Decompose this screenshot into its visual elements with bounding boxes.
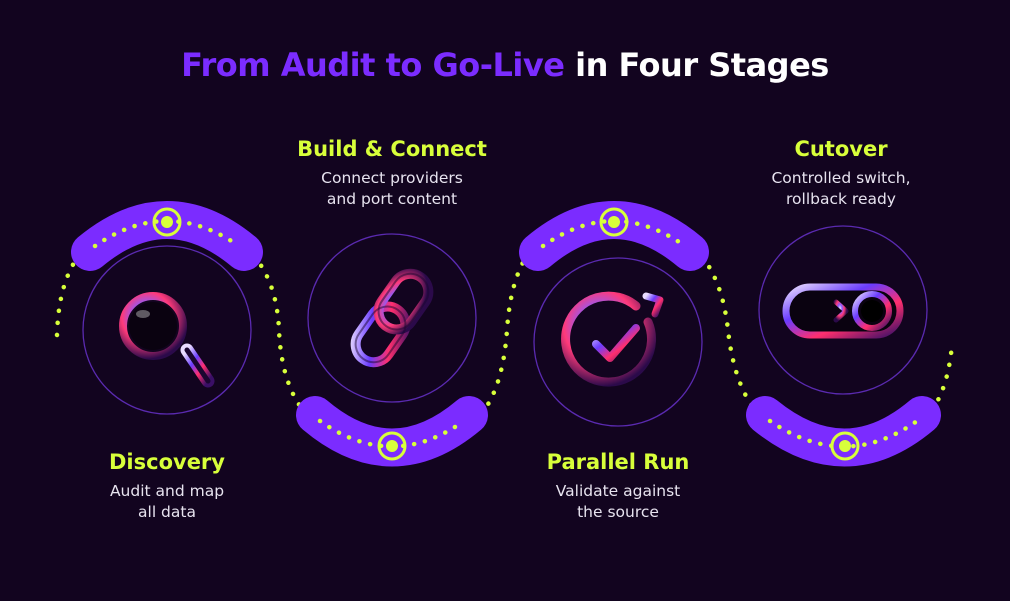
- page-title: From Audit to Go-Live in Four Stages: [0, 46, 1010, 84]
- title-accent: From Audit to Go-Live: [181, 46, 565, 84]
- toggle-switch-icon: [782, 283, 904, 339]
- marker-cutover: [830, 431, 860, 461]
- marker-parallel-run: [599, 207, 629, 237]
- stage-build-connect: Build & Connect Connect providers and po…: [282, 136, 502, 210]
- marker-build-connect: [377, 431, 407, 461]
- ring-cutover: [758, 225, 928, 395]
- stage-description: Connect providers and port content: [321, 169, 463, 208]
- ring-discovery: [82, 245, 252, 415]
- stage-description: Controlled switch, rollback ready: [771, 169, 911, 208]
- stage-title: Discovery: [109, 450, 225, 474]
- title-rest: in Four Stages: [564, 46, 829, 84]
- stage-discovery: Discovery Audit and map all data: [57, 449, 277, 523]
- stage-description: Audit and map all data: [109, 482, 225, 521]
- chain-link-icon: [350, 268, 434, 368]
- magnifying-glass-icon: [119, 292, 215, 388]
- stage-title: Cutover: [794, 137, 888, 161]
- ring-parallel-run: [533, 257, 703, 427]
- stage-title: Parallel Run: [546, 450, 690, 474]
- stage-parallel-run: Parallel Run Validate against the source: [508, 449, 728, 523]
- stage-cutover: Cutover Controlled switch, rollback read…: [731, 136, 951, 210]
- ring-build-connect: [307, 233, 477, 403]
- stage-title: Build & Connect: [297, 137, 487, 161]
- refresh-check-icon: [561, 291, 664, 387]
- stage-description: Validate against the source: [555, 482, 681, 521]
- marker-discovery: [152, 207, 182, 237]
